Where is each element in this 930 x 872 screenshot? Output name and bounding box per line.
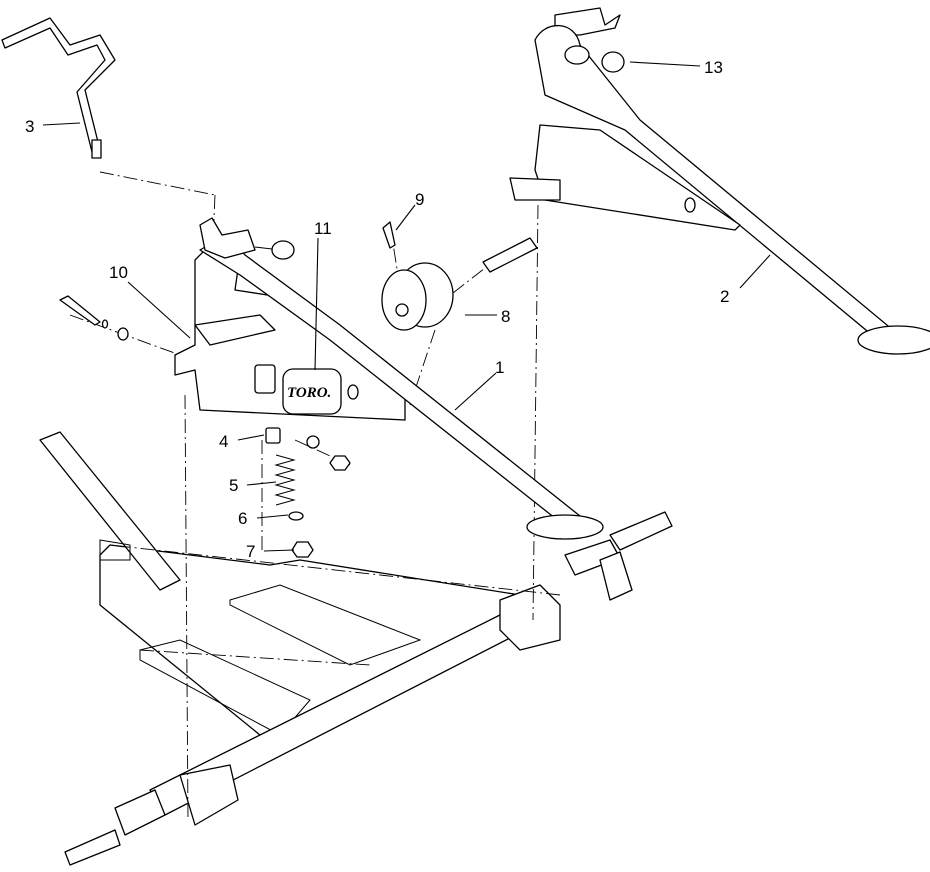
callout-6: 6 [238, 509, 247, 528]
callout-1: 1 [495, 358, 504, 377]
callout-2: 2 [720, 287, 729, 306]
frame-assembly [39, 431, 673, 866]
toro-decal: TORO. [282, 368, 342, 415]
callout-10: 10 [109, 263, 128, 282]
callout-3: 3 [25, 117, 34, 136]
lever-rod [1, 17, 116, 159]
right-pedal-assembly [509, 7, 930, 355]
leader-lines [42, 61, 771, 552]
callout-11: 11 [314, 219, 332, 238]
callouts: 1 2 3 4 5 6 7 8 9 10 11 13 [25, 58, 729, 561]
callout-9: 9 [415, 190, 424, 209]
cotter-pin [382, 221, 396, 249]
callout-7: 7 [246, 542, 255, 561]
alignment-lines [69, 171, 561, 821]
left-pedal-assembly: TORO. [174, 217, 604, 540]
callout-13: 13 [704, 58, 723, 77]
callout-8: 8 [501, 307, 510, 326]
spring-stack [265, 427, 314, 558]
bolt-hardware [59, 295, 351, 471]
callout-5: 5 [229, 476, 238, 495]
callout-4: 4 [219, 432, 228, 451]
decal-logo-text: TORO. [287, 385, 331, 401]
roller [381, 237, 538, 331]
